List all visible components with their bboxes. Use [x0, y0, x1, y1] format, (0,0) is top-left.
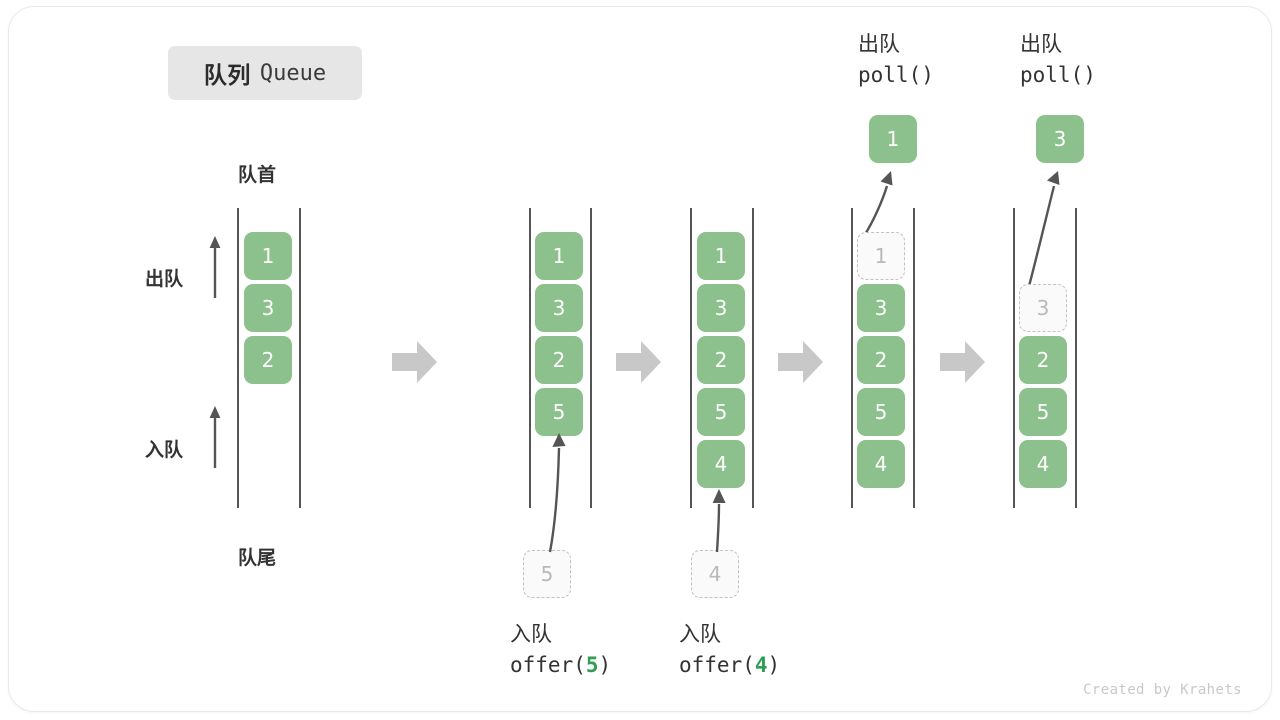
col2-caption: 入队 offer(5) — [510, 620, 611, 681]
col3-rail-left — [690, 208, 692, 508]
col3-slot-2: 2 — [697, 336, 745, 384]
col2-slot-0: 1 — [535, 232, 583, 280]
col4-caption: 出队 poll() — [858, 30, 934, 91]
col2-code-prefix: offer( — [510, 653, 586, 678]
col3-caption: 入队 offer(4) — [679, 620, 780, 681]
col5-rail-left — [1013, 208, 1015, 508]
col5-rail-right — [1075, 208, 1077, 508]
col4-slot-1: 3 — [857, 284, 905, 332]
col5-slot-3: 5 — [1019, 388, 1067, 436]
col3-code-value: 4 — [754, 653, 768, 678]
col5-caption: 出队 poll() — [1020, 30, 1096, 91]
queue-head-label: 队首 — [238, 165, 277, 186]
col4-rail-right — [913, 208, 915, 508]
title-chinese: 队列 — [203, 62, 251, 88]
col2-code-suffix: ) — [598, 653, 612, 678]
col4-outgoing-value: 1 — [869, 115, 917, 163]
step-arrow-4-icon — [940, 340, 986, 389]
col5-slot-4: 4 — [1019, 440, 1067, 488]
dequeue-arrow-icon — [208, 236, 222, 303]
col5-remove-arrow-icon — [1016, 168, 1076, 297]
step-arrow-1-icon — [392, 340, 438, 389]
col4-slot-2: 2 — [857, 336, 905, 384]
col2-incoming-value: 5 — [523, 550, 571, 598]
col1-slot-1: 3 — [244, 284, 292, 332]
col4-slot-3: 5 — [857, 388, 905, 436]
col2-slot-3: 5 — [535, 388, 583, 436]
col2-caption-code: offer(5) — [510, 650, 611, 680]
col3-code-suffix: ) — [767, 653, 781, 678]
dequeue-direction-label: 出队 — [145, 269, 184, 290]
col3-caption-code: offer(4) — [679, 650, 780, 680]
col2-rail-left — [529, 208, 531, 508]
col1-rail-right — [299, 208, 301, 508]
col2-slot-2: 2 — [535, 336, 583, 384]
col1-rail-left — [237, 208, 239, 508]
col1-slot-0: 1 — [244, 232, 292, 280]
col3-slot-3: 5 — [697, 388, 745, 436]
col4-rail-left — [851, 208, 853, 508]
col5-slot-1: 3 — [1019, 284, 1067, 332]
step-arrow-2-icon — [616, 340, 662, 389]
col3-rail-right — [752, 208, 754, 508]
col2-insert-arrow-icon — [525, 430, 585, 560]
col2-caption-cn: 入队 — [510, 623, 552, 646]
enqueue-arrow-icon — [208, 406, 222, 473]
col2-code-value: 5 — [585, 653, 599, 678]
enqueue-direction-label: 入队 — [145, 440, 184, 461]
col3-insert-arrow-icon — [698, 486, 738, 559]
col3-slot-0: 1 — [697, 232, 745, 280]
queue-tail-label: 队尾 — [238, 548, 277, 569]
col3-incoming-value: 4 — [691, 550, 739, 598]
col1-slot-2: 2 — [244, 336, 292, 384]
diagram-title-chip: 队列 Queue — [168, 46, 362, 100]
title-english: Queue — [259, 60, 327, 86]
col2-slot-1: 3 — [535, 284, 583, 332]
col5-caption-cn: 出队 — [1020, 33, 1062, 56]
col3-code-prefix: offer( — [679, 653, 755, 678]
col3-slot-4: 4 — [697, 440, 745, 488]
credit-text: Created by Krahets — [1083, 682, 1242, 698]
step-arrow-3-icon — [778, 340, 824, 389]
col3-caption-cn: 入队 — [679, 623, 721, 646]
col3-slot-1: 3 — [697, 284, 745, 332]
col5-outgoing-value: 3 — [1036, 115, 1084, 163]
col4-slot-0: 1 — [857, 232, 905, 280]
col5-slot-2: 2 — [1019, 336, 1067, 384]
col2-rail-right — [590, 208, 592, 508]
col4-slot-4: 4 — [857, 440, 905, 488]
col4-caption-code: poll() — [858, 63, 934, 88]
col5-caption-code: poll() — [1020, 63, 1096, 88]
col4-caption-cn: 出队 — [858, 33, 900, 56]
